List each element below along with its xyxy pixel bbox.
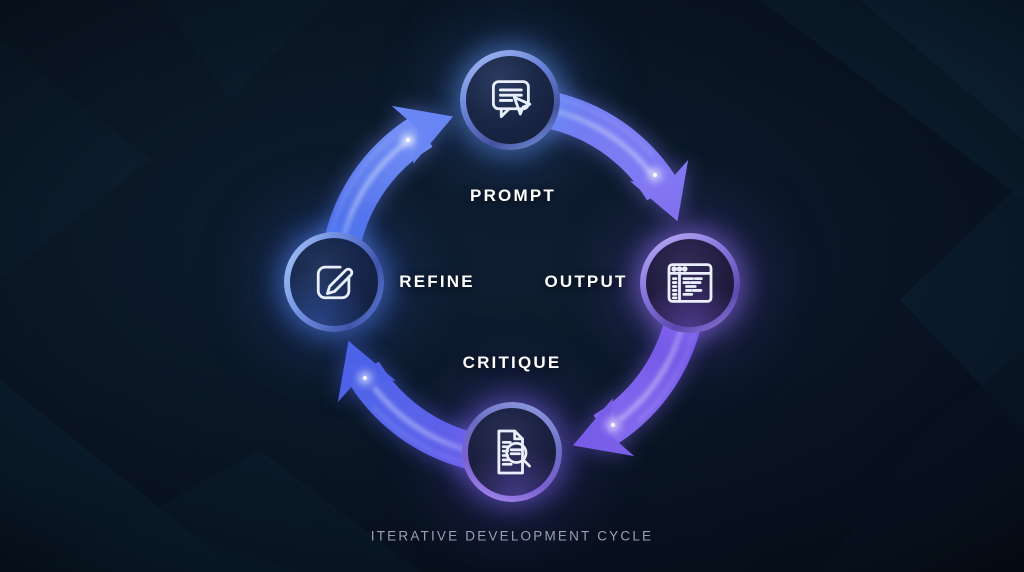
node-label-output: OUTPUT: [544, 272, 628, 291]
node-output: [640, 233, 740, 333]
node-critique-rim: [462, 402, 562, 502]
chat-bubble-cursor-icon: [491, 80, 532, 119]
node-output-rim: [640, 233, 740, 333]
node-refine: [284, 232, 384, 332]
document-magnifier-icon: [497, 429, 531, 475]
node-output-disc: [646, 239, 734, 327]
node-refine-rim: [284, 232, 384, 332]
node-critique-disc: [468, 408, 556, 496]
edit-pencil-icon: [316, 265, 354, 300]
node-refine-disc: [290, 238, 378, 326]
node-label-critique: CRITIQUE: [462, 353, 562, 372]
node-prompt-disc: [466, 56, 554, 144]
code-window-icon: [667, 263, 713, 303]
node-prompt: [460, 50, 560, 150]
node-critique: [462, 402, 562, 502]
diagram-caption: ITERATIVE DEVELOPMENT CYCLE: [370, 528, 654, 544]
node-label-refine: REFINE: [399, 272, 475, 291]
node-prompt-rim: [460, 50, 560, 150]
node-label-prompt: PROMPT: [470, 186, 556, 205]
